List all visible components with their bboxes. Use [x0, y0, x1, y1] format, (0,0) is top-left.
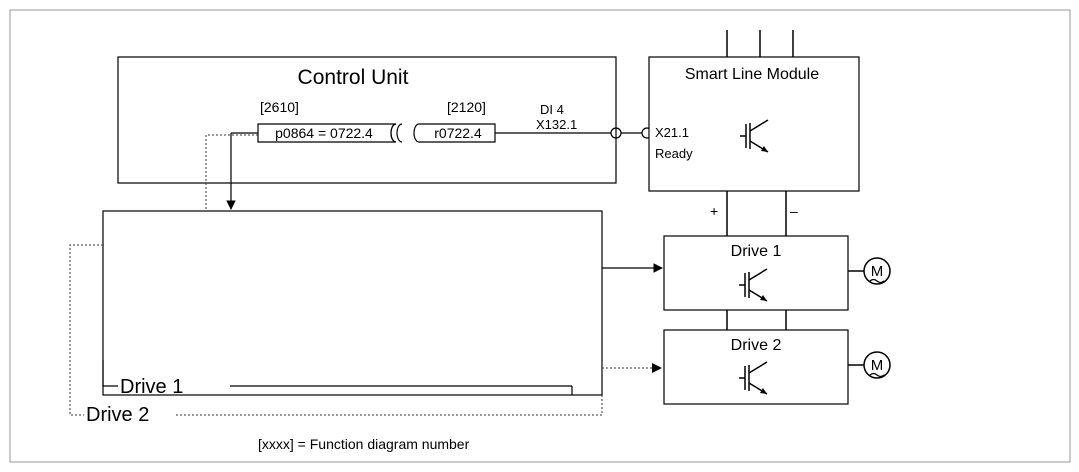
bus-label-drive-1: Drive 1 [120, 376, 183, 398]
param-p0864: p0864 = 0722.4 [275, 125, 373, 141]
function-diagram-ref-2610: [2610] [260, 99, 299, 115]
ready-label: Ready [655, 146, 693, 161]
svg-text:M: M [871, 263, 884, 280]
motor-icon: M [863, 351, 891, 379]
param-r0722-4: r0722.4 [434, 125, 482, 141]
dc-minus-label: – [790, 203, 798, 219]
drive-1-title: Drive 1 [731, 243, 782, 260]
smart-line-module: Smart Line Module X21.1 Ready [648, 30, 860, 192]
control-unit-title: Control Unit [298, 66, 409, 89]
legend-text: [xxxx] = Function diagram number [258, 436, 470, 452]
di4-label: DI 4 [540, 102, 564, 117]
drive-1-module: Drive 1 [663, 235, 849, 311]
terminal-x132-1: X132.1 [536, 117, 577, 132]
motor-icon: M [863, 257, 891, 285]
control-unit: Control Unit [2610] [2120] p0864 = 0722.… [117, 56, 617, 184]
drive-2-module: Drive 2 [663, 329, 849, 405]
bus-label-drive-2: Drive 2 [86, 404, 149, 426]
dc-plus-label: + [710, 203, 718, 219]
svg-text:M: M [871, 357, 884, 374]
terminal-x21-1: X21.1 [655, 125, 689, 140]
function-diagram-ref-2120: [2120] [447, 99, 486, 115]
drive-2-title: Drive 2 [731, 337, 782, 354]
drive-object-block [102, 210, 603, 396]
smart-line-module-title: Smart Line Module [685, 66, 819, 83]
